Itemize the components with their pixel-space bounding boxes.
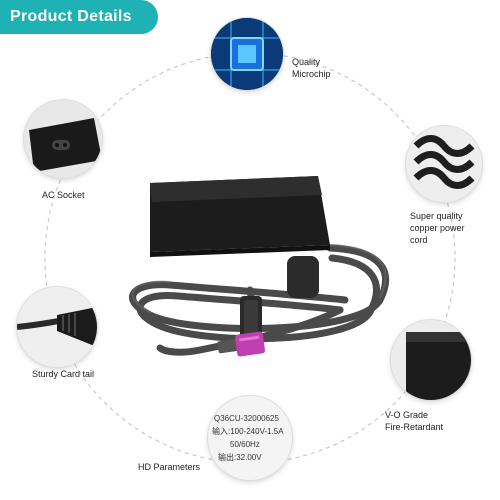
copper-cord-label-line3: cord (410, 235, 428, 245)
ac-socket-icon (24, 100, 102, 178)
cord-tail-icon (17, 287, 97, 367)
product-details-banner: Product Details (0, 0, 158, 34)
microchip-label-line1: Quality (292, 57, 321, 67)
microchip-icon (211, 18, 283, 90)
card-tail-feature-circle (17, 287, 97, 367)
microchip-label-line2: Microchip (292, 69, 331, 79)
fire-retardant-label-line2: Fire-Retardant (385, 422, 444, 432)
hd-parameters-label: HD Parameters (138, 462, 201, 472)
copper-cord-label: Super quality copper power cord (410, 210, 465, 246)
microchip-feature-circle (211, 18, 283, 90)
param-output: 输出:32.00V (218, 453, 262, 462)
copper-cord-label-line1: Super quality (410, 211, 463, 221)
param-input: 输入:100-240V-1.5A (212, 427, 284, 436)
coiled-cord-icon (406, 126, 482, 202)
ac-socket-feature-circle (24, 100, 102, 178)
hd-parameters-feature-circle: Q36CU-32000625 输入:100-240V-1.5A 50/60Hz … (208, 396, 292, 480)
card-tail-label: Sturdy Card tail (32, 369, 95, 379)
adapter-corner-icon (391, 320, 471, 400)
copper-cord-feature-circle (406, 126, 482, 202)
param-frequency: 50/60Hz (230, 440, 260, 449)
banner-title: Product Details (10, 8, 132, 25)
ac-socket-label: AC Socket (42, 190, 85, 200)
fire-retardant-label-line1: V-O Grade (385, 410, 429, 420)
param-model: Q36CU-32000625 (214, 414, 279, 423)
fire-retardant-label: V-O Grade Fire-Retardant (385, 409, 443, 433)
fire-retardant-feature-circle (391, 320, 471, 400)
copper-cord-label-line2: copper power (410, 223, 465, 233)
microchip-label: Quality Microchip (292, 56, 331, 80)
